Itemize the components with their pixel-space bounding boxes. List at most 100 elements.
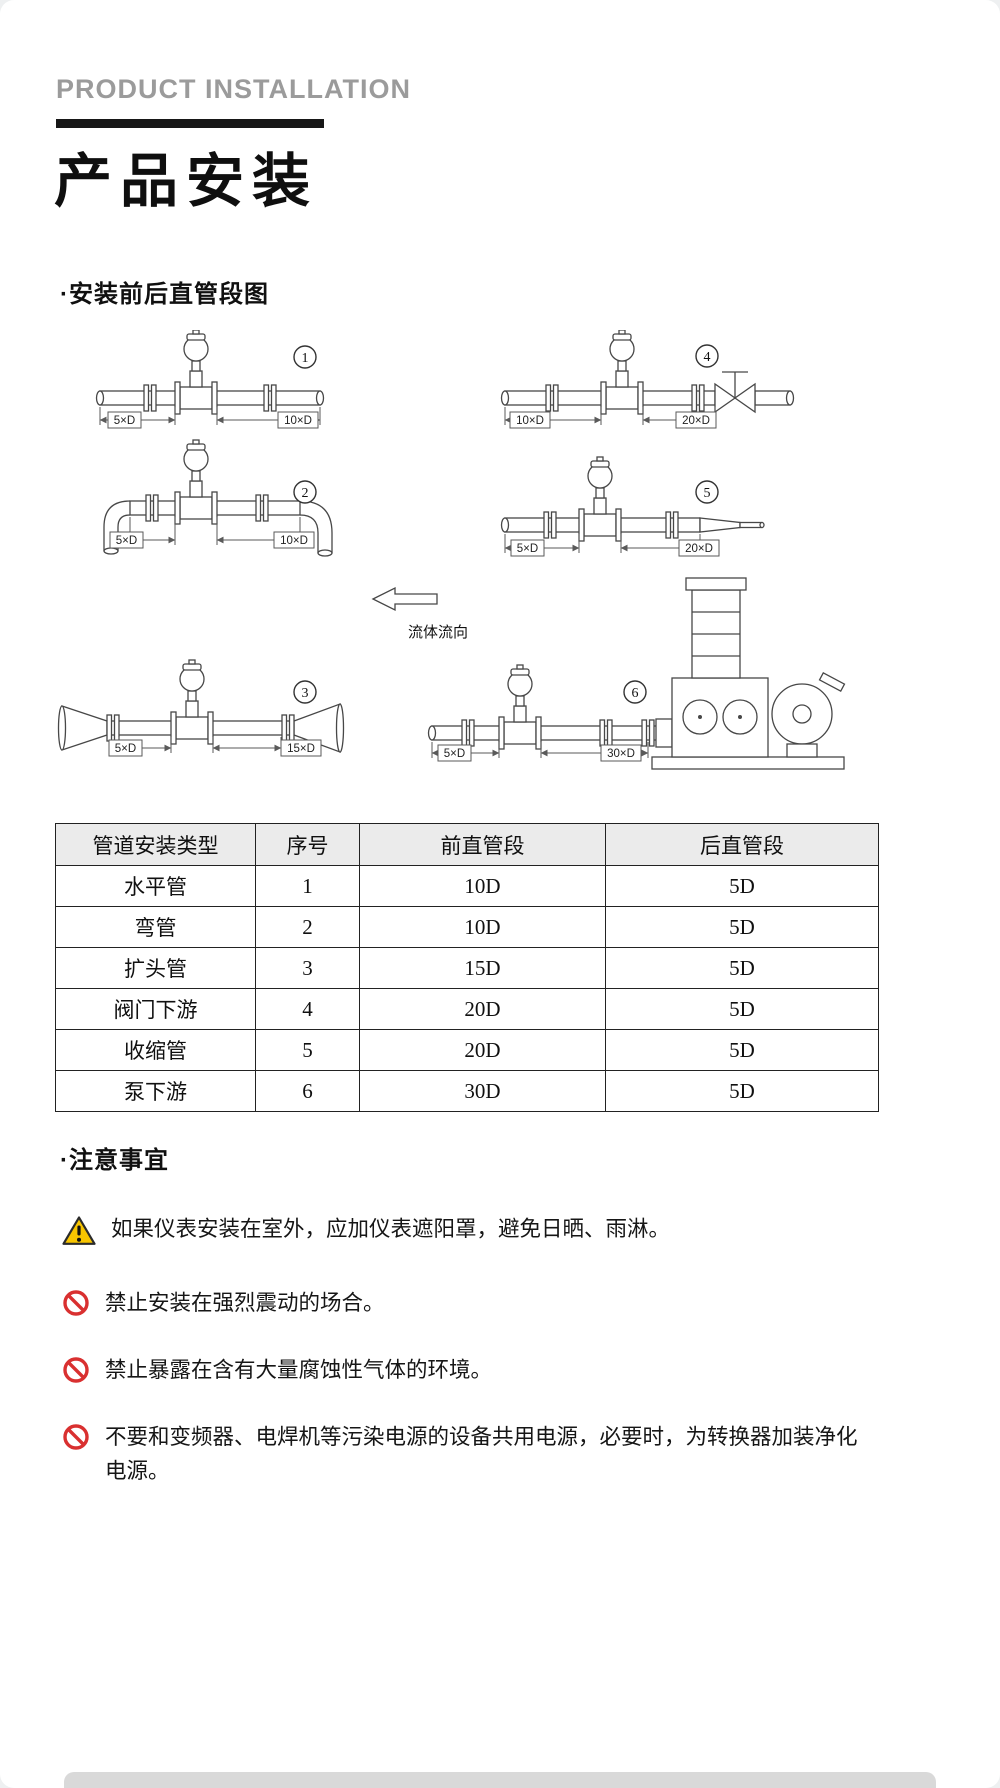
dimension-label: 5×D — [517, 543, 538, 555]
dimension-front: 10×D — [216, 407, 321, 429]
table-header-row: 管道安装类型 序号 前直管段 后直管段 — [55, 823, 879, 866]
table-row: 水平管 1 10D 5D — [55, 865, 879, 907]
dimension-front: 30×D — [540, 742, 649, 762]
dimension-rear: 5×D — [431, 742, 500, 762]
table-cell: 20D — [359, 1029, 606, 1071]
dimension-label: 30×D — [607, 748, 635, 760]
table-cell: 15D — [359, 947, 606, 989]
note-item: 不要和变频器、电焊机等污染电源的设备共用电源，必要时，为转换器加装净化电源。 — [62, 1420, 874, 1488]
flow-direction: 流体流向 — [371, 586, 468, 641]
installation-diagrams: 5×D 10×D 1 — [57, 330, 846, 770]
table-cell: 5D — [605, 865, 879, 907]
table-cell: 扩头管 — [55, 947, 256, 989]
diagram-3-expander-pipe: 5×D 15×D 3 — [57, 659, 345, 757]
flowmeter-icon — [600, 330, 644, 415]
prohibition-icon — [63, 1290, 89, 1316]
note-text: 不要和变频器、电焊机等污染电源的设备共用电源，必要时，为转换器加装净化电源。 — [105, 1425, 858, 1483]
table-cell: 阀门下游 — [55, 988, 256, 1030]
flowmeter-icon — [174, 439, 218, 525]
column-header: 前直管段 — [359, 823, 606, 866]
note-text: 禁止安装在强烈震动的场合。 — [105, 1291, 385, 1315]
diagram-number: 5 — [704, 486, 711, 501]
note-text: 如果仪表安装在室外，应加仪表遮阳罩，避免日晒、雨淋。 — [111, 1217, 671, 1241]
flow-direction-label: 流体流向 — [408, 624, 468, 641]
diagram-1-horizontal-pipe: 5×D 10×D 1 — [95, 330, 325, 429]
dimension-label: 20×D — [682, 415, 710, 427]
column-header: 后直管段 — [605, 823, 879, 866]
footer-bar — [64, 1772, 936, 1788]
page-title: 产品安装 — [54, 149, 319, 214]
dimension-rear: 5×D — [504, 534, 580, 557]
table-cell: 收缩管 — [55, 1029, 256, 1071]
table-cell: 5D — [605, 947, 879, 989]
flowmeter-icon — [498, 664, 542, 750]
table-row: 收缩管 5 20D 5D — [55, 1029, 879, 1071]
dimension-label: 20×D — [685, 543, 713, 555]
table-cell: 20D — [359, 988, 606, 1030]
flow-arrow-icon — [371, 586, 438, 612]
diagram-number-badge — [293, 480, 317, 504]
table-cell: 5D — [605, 906, 879, 948]
dimension-label: 10×D — [516, 415, 544, 427]
table-cell: 4 — [255, 988, 360, 1030]
table-cell: 2 — [255, 906, 360, 948]
table-cell: 泵下游 — [55, 1070, 256, 1112]
flowmeter-icon — [170, 659, 214, 745]
note-item: 如果仪表安装在室外，应加仪表遮阳罩，避免日晒、雨淋。 — [62, 1212, 874, 1246]
dimension-rear: 10×D — [504, 407, 602, 429]
section-heading-diagrams: ·安装前后直管段图 — [60, 281, 269, 308]
diagram-2-elbow-pipe: 5×D 10×D 2 — [103, 439, 333, 557]
table-cell: 10D — [359, 906, 606, 948]
warning-icon — [62, 1216, 96, 1245]
table-cell: 1 — [255, 865, 360, 907]
title-underline-bar — [56, 119, 324, 128]
table-cell: 30D — [359, 1070, 606, 1112]
table-row: 扩头管 3 15D 5D — [55, 947, 879, 989]
dimension-rear: 5×D — [99, 407, 176, 429]
table-cell: 5D — [605, 1070, 879, 1112]
dimension-label: 10×D — [280, 535, 308, 547]
flowmeter-icon — [174, 330, 218, 415]
valve-icon — [714, 371, 756, 414]
section-heading-notes: ·注意事宜 — [60, 1147, 169, 1174]
dimension-label: 5×D — [444, 748, 465, 760]
dimension-label: 10×D — [284, 415, 312, 427]
diagram-5-reducer-pipe: 5×D 20×D 5 — [500, 456, 765, 557]
diagram-number: 3 — [302, 686, 309, 701]
table-cell: 5 — [255, 1029, 360, 1071]
table-row: 弯管 2 10D 5D — [55, 906, 879, 948]
dimension-front: 20×D — [642, 407, 717, 429]
table-row: 泵下游 6 30D 5D — [55, 1070, 879, 1112]
dimension-rear: 5×D — [109, 517, 176, 549]
diagram-6-pump-downstream: 5×D 30×D 6 — [427, 577, 846, 770]
column-header: 序号 — [255, 823, 360, 866]
dimension-label: 5×D — [115, 743, 136, 755]
table-cell: 10D — [359, 865, 606, 907]
eyebrow-text: PRODUCT INSTALLATION — [56, 74, 411, 104]
diagram-number-badge — [695, 344, 719, 368]
table-cell: 水平管 — [55, 865, 256, 907]
table-cell: 弯管 — [55, 906, 256, 948]
straight-pipe-table: 管道安装类型 序号 前直管段 后直管段 水平管 1 10D 5D 弯管 2 10… — [55, 823, 879, 1112]
dimension-front: 20×D — [620, 534, 720, 557]
dimension-label: 15×D — [287, 743, 315, 755]
diagram-number: 1 — [302, 351, 309, 366]
table-cell: 6 — [255, 1070, 360, 1112]
diagram-number-badge — [293, 345, 317, 369]
diagram-4-valve-downstream: 10×D 20×D 4 — [500, 330, 795, 429]
column-header: 管道安装类型 — [55, 823, 256, 866]
note-text: 禁止暴露在含有大量腐蚀性气体的环境。 — [105, 1358, 493, 1382]
dimension-rear: 5×D — [108, 737, 172, 757]
dimension-front: 15×D — [212, 737, 322, 757]
diagram-number: 2 — [302, 486, 309, 501]
flowmeter-icon — [578, 456, 622, 542]
diagram-number: 4 — [704, 350, 711, 365]
table-row: 阀门下游 4 20D 5D — [55, 988, 879, 1030]
pump-icon — [651, 577, 846, 770]
dimension-front: 10×D — [216, 517, 315, 549]
table-cell: 3 — [255, 947, 360, 989]
prohibition-icon — [63, 1424, 89, 1450]
diagram-number: 6 — [632, 686, 639, 701]
diagram-number-badge — [293, 680, 317, 704]
